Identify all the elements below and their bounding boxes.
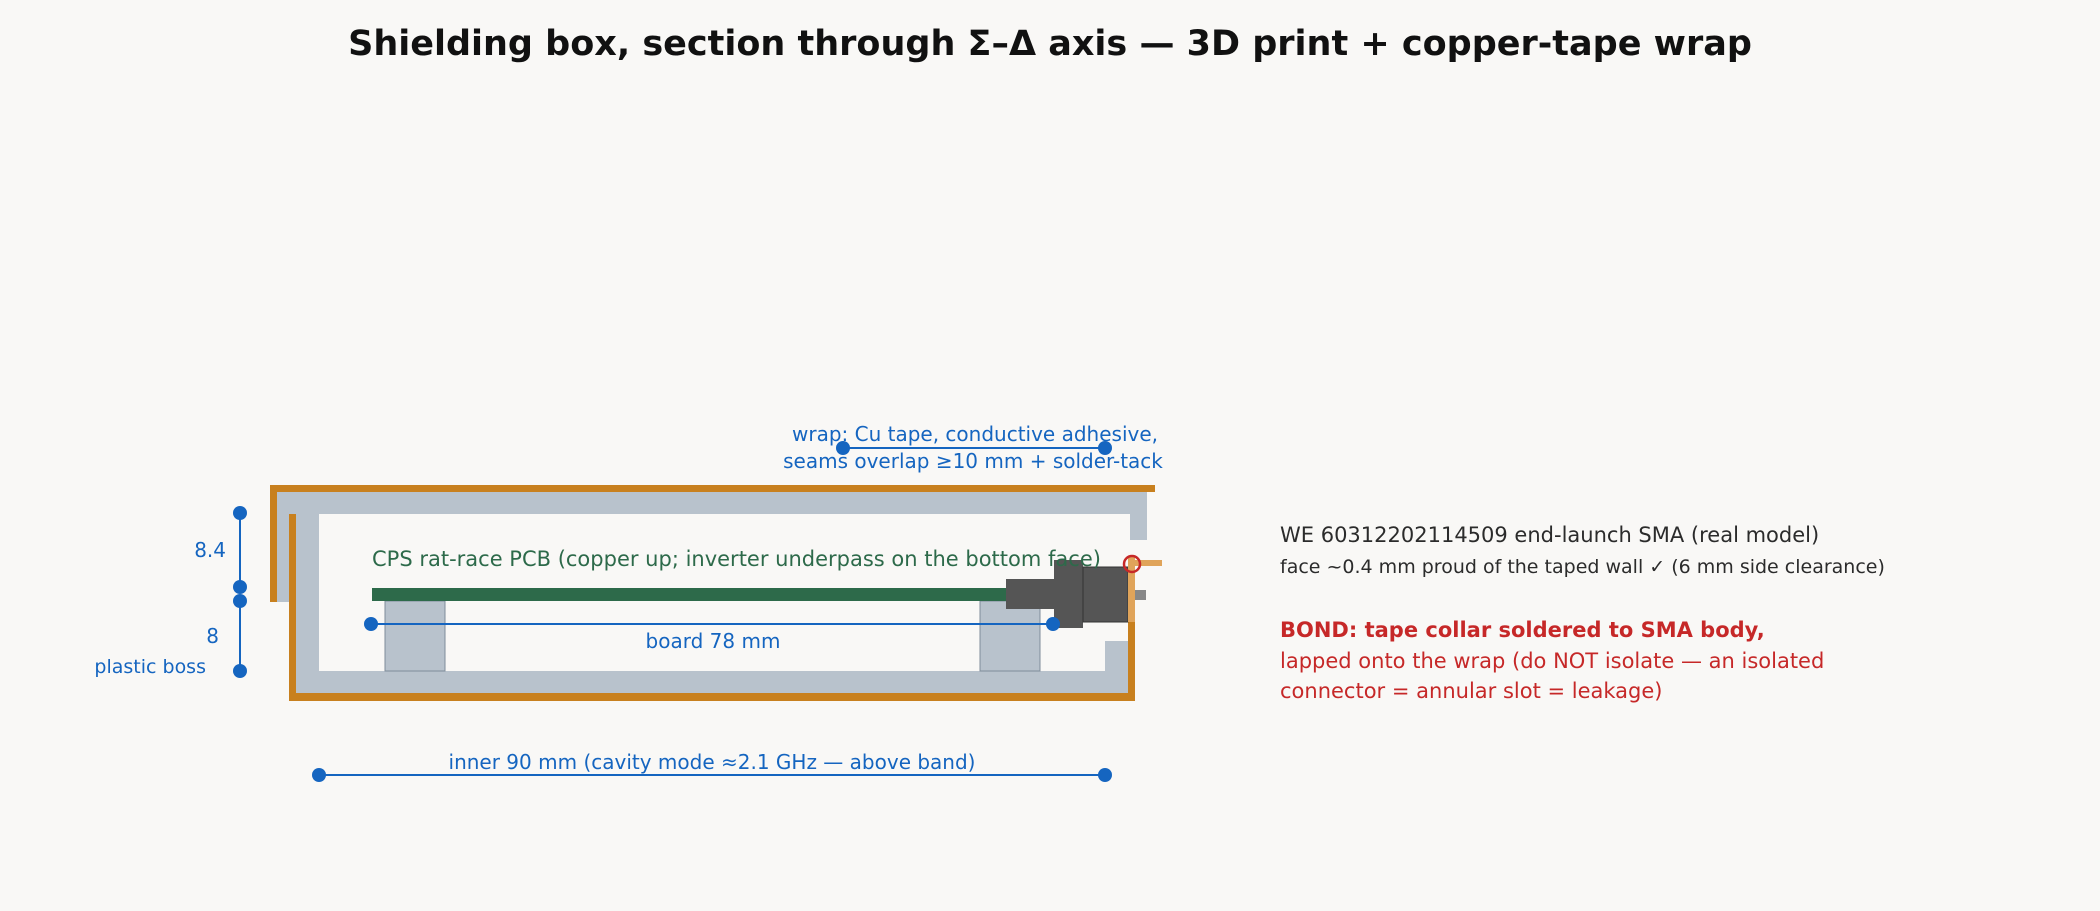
pcb-label: CPS rat-race PCB (copper up; inverter un… xyxy=(372,547,1101,571)
height-dim-dot-1 xyxy=(233,506,247,520)
height-dim-dot-2 xyxy=(233,580,247,594)
base-plastic-bottom xyxy=(296,671,1128,693)
board-dim-dot-left xyxy=(364,617,378,631)
bond-point-marker xyxy=(1122,554,1142,574)
board-dimension-label: board 78 mm xyxy=(646,629,781,653)
lid-plastic-right-lip xyxy=(1130,492,1147,540)
wrap-label-line1: wrap: Cu tape, conductive adhesive, xyxy=(792,422,1158,446)
bond-note-title: BOND: tape collar soldered to SMA body, xyxy=(1280,618,1765,642)
sma-center-pin xyxy=(1135,560,1162,566)
base-plastic-right xyxy=(1105,641,1128,693)
plastic-boss-left xyxy=(384,600,446,672)
sma-flange xyxy=(1006,579,1056,609)
boss-label: plastic boss xyxy=(94,656,206,678)
wrap-dim-dot-right xyxy=(1098,441,1112,455)
sma-note-title: WE 60312202114509 end-launch SMA (real m… xyxy=(1280,523,1819,547)
wrap-dim-dot-left xyxy=(836,441,850,455)
lid-copper-top xyxy=(270,485,1155,492)
sma-body xyxy=(1054,560,1083,628)
plastic-boss-right xyxy=(979,600,1041,672)
base-copper-bottom xyxy=(289,693,1135,701)
board-dim-dot-right xyxy=(1046,617,1060,631)
inner-dimension-label: inner 90 mm (cavity mode ≈2.1 GHz — abov… xyxy=(449,750,976,774)
bond-note-line3: connector = annular slot = leakage) xyxy=(1280,679,1662,703)
base-copper-right xyxy=(1128,622,1135,701)
boss-dim-dot-1 xyxy=(233,594,247,608)
base-plastic-left xyxy=(296,514,319,693)
height-dimension-top-label: 8.4 xyxy=(194,538,226,562)
lid-plastic-left xyxy=(277,492,290,602)
sma-copper-collar xyxy=(1128,556,1135,622)
boss-dim-dot-2 xyxy=(233,664,247,678)
sma-note-face: face ~0.4 mm proud of the taped wall ✓ (… xyxy=(1280,556,1885,578)
sma-stub xyxy=(1135,590,1146,600)
lid-copper-left xyxy=(270,485,277,602)
inner-dim-dot-left xyxy=(312,768,326,782)
boss-dimension-label: 8 xyxy=(206,624,219,648)
sma-barrel xyxy=(1082,566,1129,623)
inner-dim-dot-right xyxy=(1098,768,1112,782)
pcb-board xyxy=(372,588,1060,601)
bond-note-line2: lapped onto the wrap (do NOT isolate — a… xyxy=(1280,649,1824,673)
diagram-title: Shielding box, section through Σ–Δ axis … xyxy=(348,24,1752,64)
lid-plastic-top xyxy=(277,492,1147,514)
base-copper-left xyxy=(289,514,296,700)
